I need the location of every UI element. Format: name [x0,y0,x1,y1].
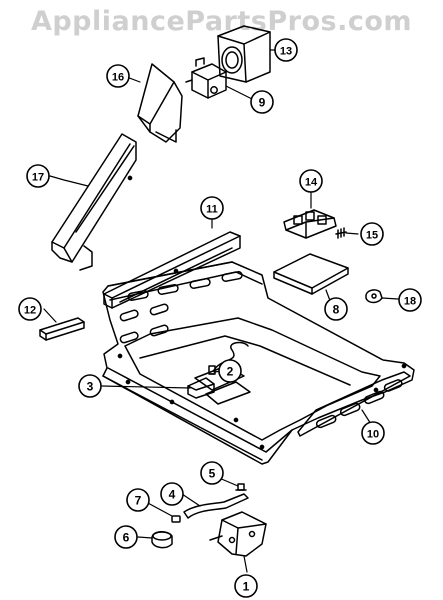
callout-number: 7 [135,494,142,508]
callout-9: 9 [250,90,274,114]
callout-circle [361,421,385,445]
callout-number: 10 [367,429,379,441]
cover-plate [273,253,349,295]
callout-circle [274,38,298,62]
callout-number: 11 [206,204,218,216]
callout-15: 15 [360,222,384,246]
callout-number: 12 [24,305,36,317]
long-angle-bracket [51,133,137,271]
fan-housing [217,25,271,83]
callout-3: 3 [78,374,102,398]
plug [171,515,181,523]
callout-number: 6 [123,531,130,545]
callout-circle [218,359,242,383]
small-rail [39,317,85,341]
callout-7: 7 [126,488,150,512]
callout-12: 12 [18,297,42,321]
callout-2: 2 [218,359,242,383]
callout-number: 15 [366,230,378,242]
callout-circle [398,288,422,312]
callout-circle [114,525,138,549]
callout-number: 13 [280,46,292,58]
callout-6: 6 [114,525,138,549]
callout-circle [200,196,224,220]
callout-circle [160,482,184,506]
callout-circle [106,64,130,88]
callout-circle [299,169,323,193]
terminal-block [283,209,337,239]
callout-11: 11 [200,196,224,220]
shield-bracket [137,63,183,143]
callout-17: 17 [26,164,50,188]
callout-number: 2 [227,365,234,379]
callout-10: 10 [361,421,385,445]
callout-18: 18 [398,288,422,312]
callout-circle [250,90,274,114]
callout-number: 9 [259,96,266,110]
callout-number: 17 [32,172,44,184]
callout-8: 8 [324,297,348,321]
callout-number: 4 [169,488,176,502]
callout-circle [126,488,150,512]
callout-1: 1 [234,574,258,598]
callout-4: 4 [160,482,184,506]
callout-circle [26,164,50,188]
callout-number: 5 [209,467,216,481]
bracket-rail [103,231,241,309]
callout-5: 5 [200,461,224,485]
latch-assembly [209,511,267,557]
callout-13: 13 [274,38,298,62]
screw-5 [235,483,247,491]
callout-number: 18 [404,296,416,308]
knob [151,531,173,549]
callout-number: 14 [305,177,318,189]
callout-circle [360,222,384,246]
screw-small [335,227,347,239]
callout-number: 3 [87,380,94,394]
callout-circle [234,574,258,598]
lever-arm [183,493,249,519]
callout-circle [200,461,224,485]
callout-circle [324,297,348,321]
callout-circle [78,374,102,398]
callout-number: 1 [243,580,250,594]
callout-circle [18,297,42,321]
callout-14: 14 [299,169,323,193]
callout-16: 16 [106,64,130,88]
motor-assembly [185,57,227,99]
callout-number: 8 [333,303,340,317]
screw-2 [208,365,216,375]
center-bracket [187,377,215,399]
callout-number: 16 [112,72,124,84]
watermark: AppliancePartsPros.com [30,6,413,37]
clip [365,289,383,304]
